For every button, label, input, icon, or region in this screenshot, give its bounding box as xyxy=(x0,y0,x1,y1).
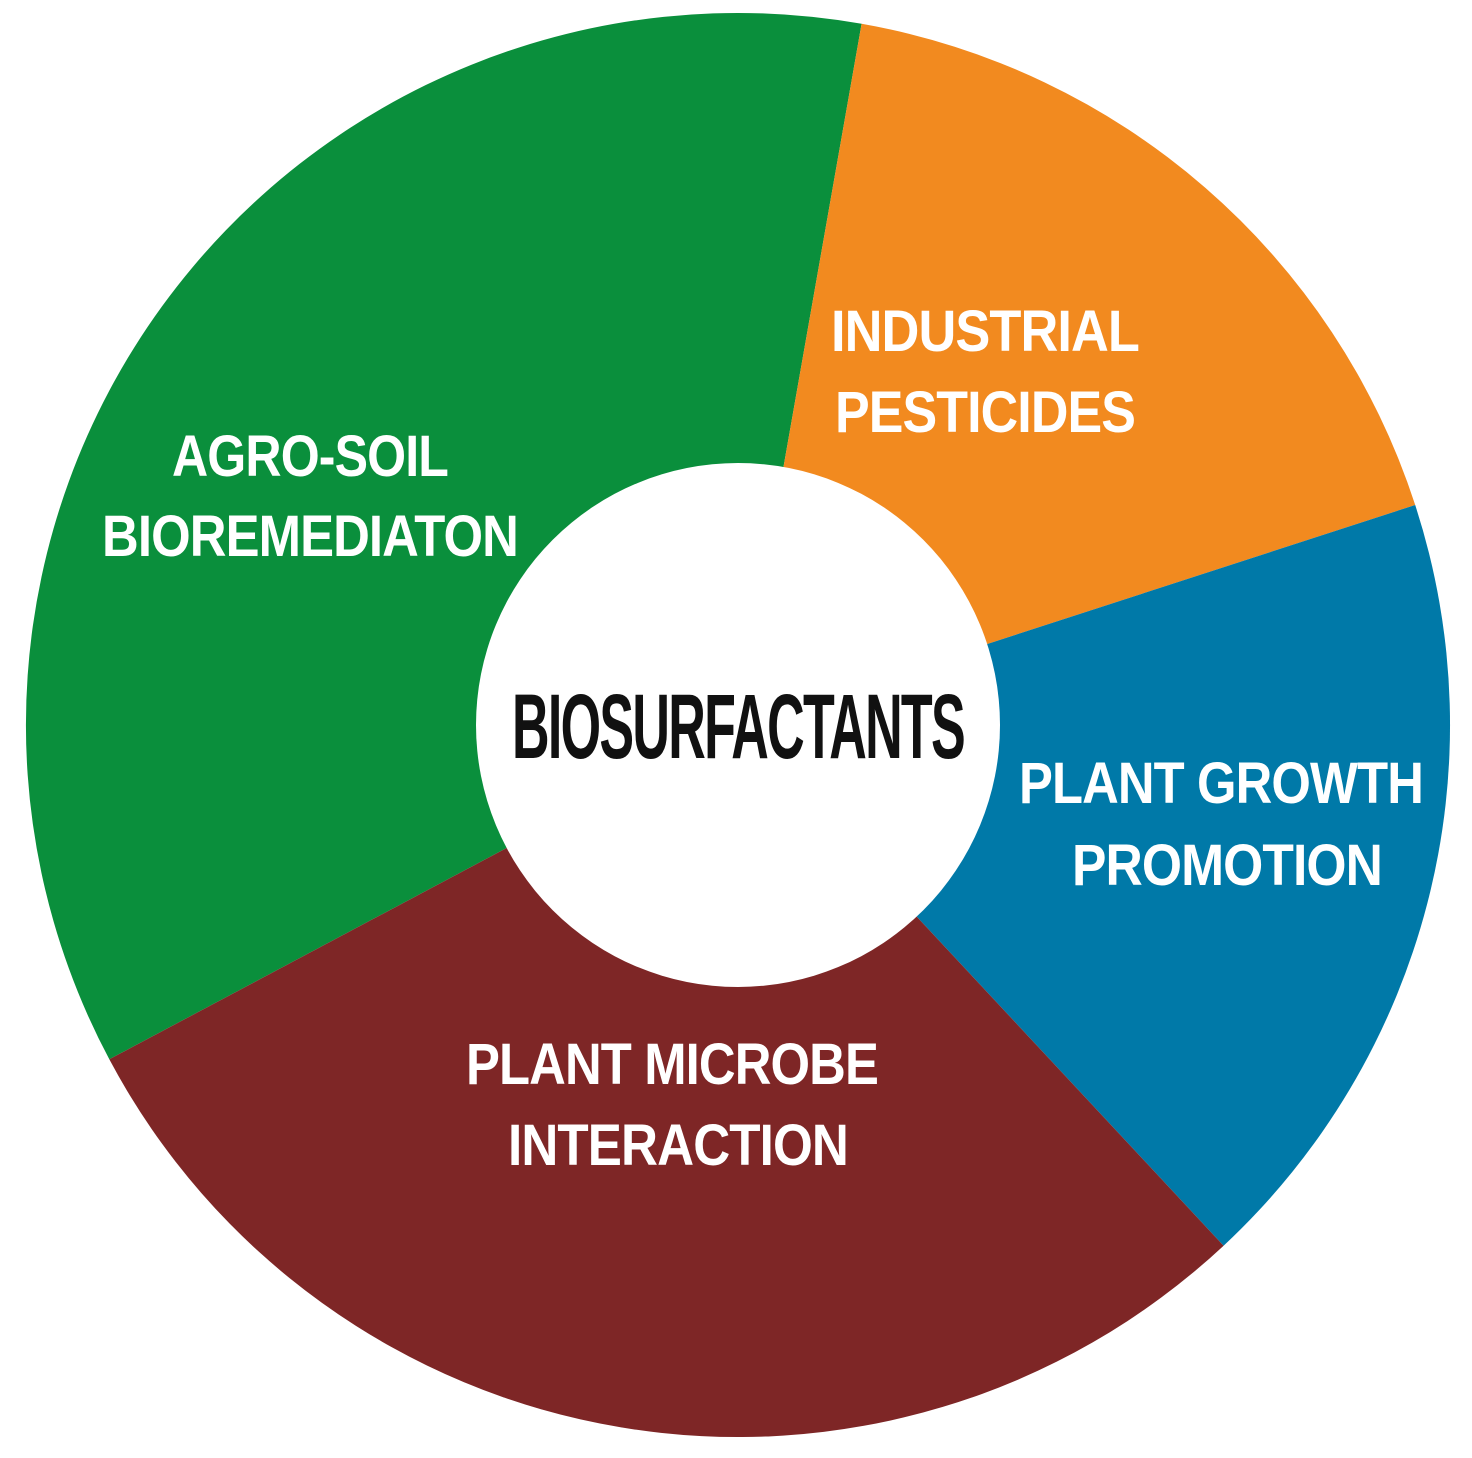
segment-wedge-plant-microbe xyxy=(109,725,1224,1438)
center-label: BIOSURFACTANTS xyxy=(512,676,964,778)
segment-label-agro-soil-line-2: BIOREMEDIATON xyxy=(102,504,518,569)
center-circle xyxy=(476,463,1000,987)
segment-wedge-agro-soil xyxy=(25,12,862,1060)
segment-label-plant-microbe-line-1: PLANT MICROBE xyxy=(466,1032,878,1097)
segment-label-industrial-line-2: PESTICIDES xyxy=(835,380,1135,445)
segment-label-plant-growth-line-2: PROMOTION xyxy=(1072,833,1382,898)
segment-label-industrial-line-1: INDUSTRIAL xyxy=(831,299,1139,364)
segment-label-plant-growth-line-1: PLANT GROWTH xyxy=(1019,751,1423,816)
segment-label-plant-microbe-line-2: INTERACTION xyxy=(508,1113,848,1178)
segment-label-agro-soil-line-1: AGRO-SOIL xyxy=(172,424,448,489)
